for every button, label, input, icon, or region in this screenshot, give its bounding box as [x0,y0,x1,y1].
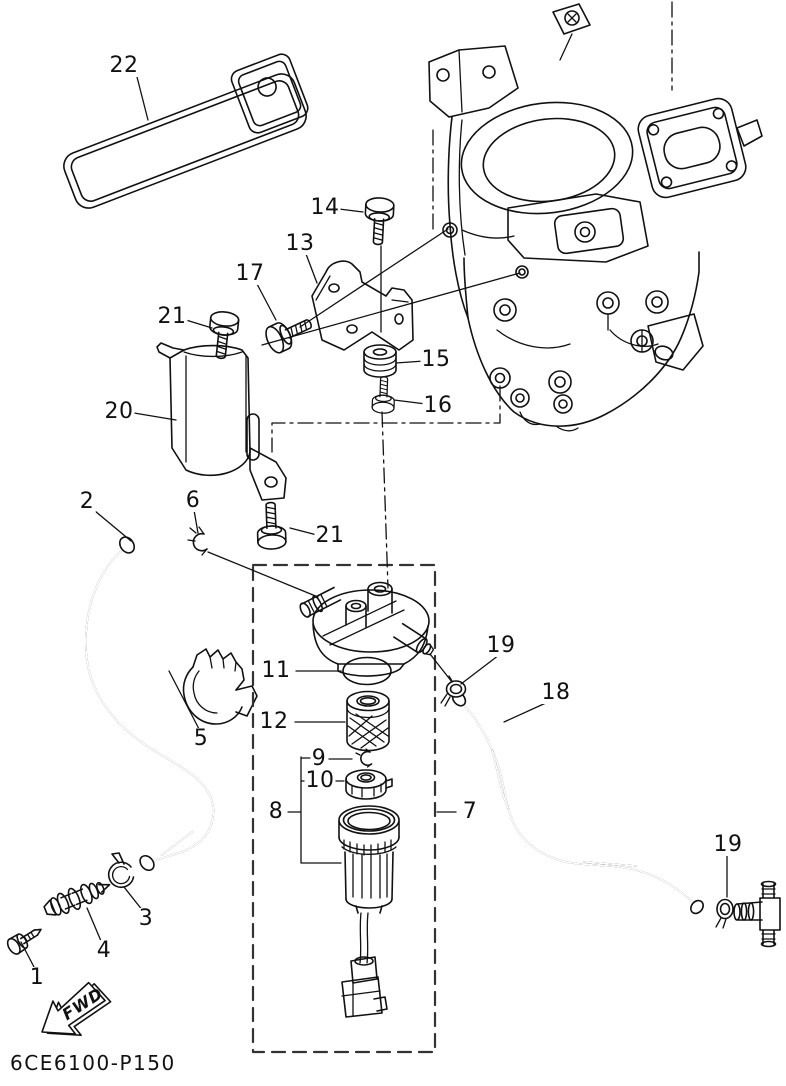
leader-lines [20,76,728,968]
clamp-19-tee [715,898,734,929]
callout-21-upper: 21 [156,304,188,329]
assembly-box-7 [251,563,437,1054]
tee-fitting [733,880,781,948]
bolt-16 [371,375,396,415]
callout-19-filter: 19 [485,633,517,658]
callout-20: 20 [103,399,135,424]
callout-8: 8 [267,799,285,824]
fuel-hose-2 [85,536,215,872]
callout-19-tee: 19 [712,832,744,857]
joint-4 [43,881,111,916]
bolt-21-upper [205,309,241,361]
callout-18: 18 [540,680,572,705]
fuel-filter-head [299,581,435,677]
callout-7: 7 [461,799,479,824]
callout-11: 11 [260,658,292,683]
fwd-arrow: FWD [41,981,112,1037]
callout-5: 5 [192,726,210,751]
callout-15: 15 [420,347,452,372]
o-ring-11 [342,656,392,686]
bolt-17 [261,309,318,357]
callout-14: 14 [309,195,341,220]
bolt-14 [362,196,395,246]
diagram-page-code: 6CE6100-P150 [10,1051,176,1075]
float-10 [345,769,393,800]
callout-21-lower: 21 [314,523,346,548]
callout-16: 16 [422,393,454,418]
clip-6 [187,526,208,556]
callout-22: 22 [108,53,140,78]
callout-9: 9 [310,746,328,771]
callout-6: 6 [184,488,202,513]
callout-4: 4 [95,938,113,963]
intake-assembly [428,1,763,432]
bolt-21-lower [255,501,287,551]
clip-9 [355,748,373,768]
grommet-15 [363,344,397,378]
callout-12: 12 [258,709,290,734]
spring-clamp-3 [107,852,135,889]
callout-2: 2 [78,489,96,514]
callout-10: 10 [304,768,336,793]
bracket-13 [311,260,414,351]
callout-13: 13 [284,231,316,256]
clamp-5 [182,648,258,725]
cover-plate-22 [63,53,309,209]
callout-3: 3 [137,906,155,931]
fuel-hose-18 [451,691,704,915]
filter-element-12 [346,690,390,752]
holder-20 [156,342,287,501]
clamp-19-filter [440,675,467,707]
filter-cup-8 [338,805,400,1018]
callout-17: 17 [234,261,266,286]
callout-1: 1 [28,965,46,990]
